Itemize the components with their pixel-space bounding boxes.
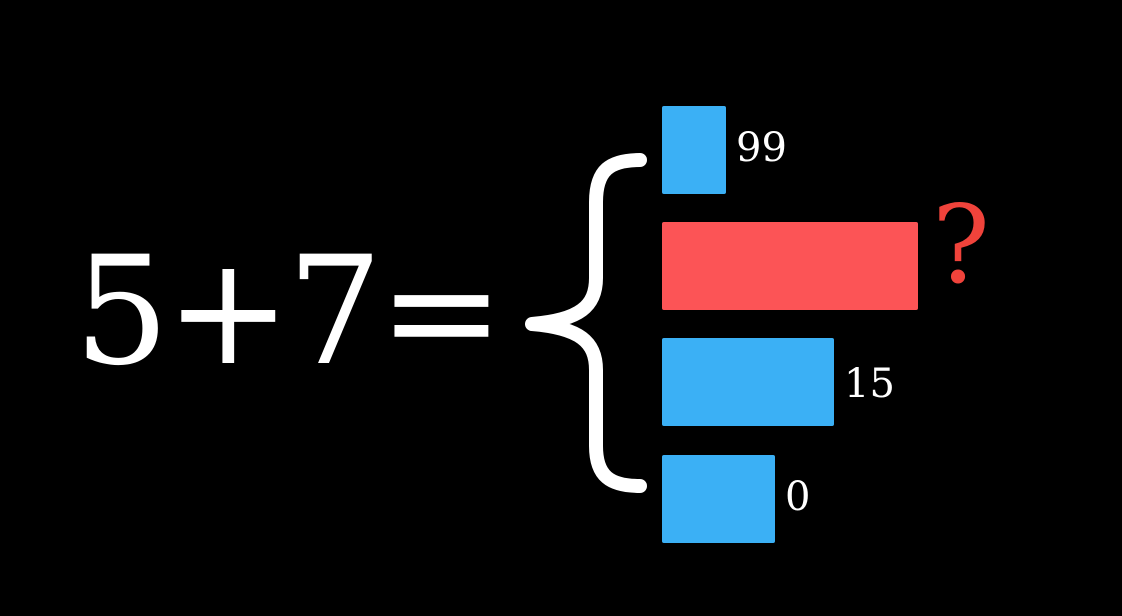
answer-bar bbox=[662, 338, 834, 426]
equation-right-operand: 7 bbox=[287, 225, 383, 399]
equation-left-operand: 5 bbox=[74, 225, 170, 399]
question-mark: ? bbox=[932, 183, 990, 308]
answer-label: 99 bbox=[736, 125, 787, 171]
answer-bar-highlighted bbox=[662, 222, 918, 310]
curly-brace-icon bbox=[525, 153, 647, 493]
equation: 5 + 7 = bbox=[74, 225, 504, 399]
equation-plus-sign: + bbox=[165, 225, 292, 399]
answer-bar bbox=[662, 106, 726, 194]
answer-bar bbox=[662, 455, 775, 543]
answer-label: 0 bbox=[785, 474, 811, 520]
equation-equals-sign: = bbox=[378, 225, 505, 399]
answer-label: 15 bbox=[844, 361, 895, 407]
